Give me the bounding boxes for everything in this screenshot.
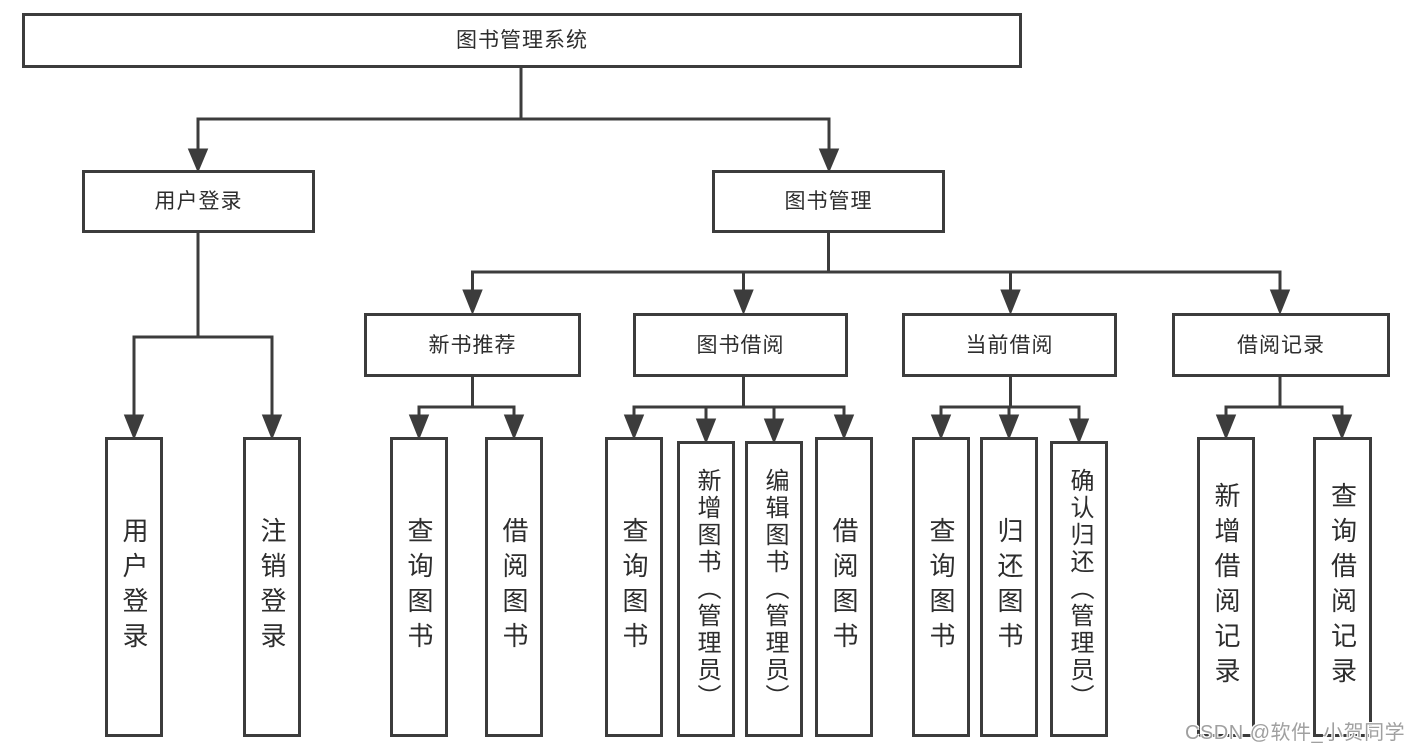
- leaf-query-books-3: 查询图书: [912, 437, 970, 737]
- leaf-return-books-label: 归还图书: [994, 517, 1024, 657]
- leaf-borrow-books-1-label: 借阅图书: [499, 517, 529, 657]
- leaf-return-books: 归还图书: [980, 437, 1038, 737]
- leaf-user-login: 用户登录: [105, 437, 163, 737]
- node-root: 图书管理系统: [22, 13, 1022, 68]
- leaf-add-borrow-record-label: 新增借阅记录: [1211, 482, 1241, 692]
- leaf-logout-login-label: 注销登录: [257, 517, 287, 657]
- leaf-query-books-2-label: 查询图书: [619, 517, 649, 657]
- leaf-logout-login: 注销登录: [243, 437, 301, 737]
- node-new-book-recommend: 新书推荐: [364, 313, 581, 377]
- csdn-watermark: CSDN @软件_小贺同学: [1185, 722, 1405, 744]
- leaf-query-books-1: 查询图书: [390, 437, 448, 737]
- node-current-borrow: 当前借阅: [902, 313, 1117, 377]
- leaf-query-borrow-record: 查询借阅记录: [1313, 437, 1372, 737]
- node-book-borrow-label: 图书借阅: [696, 333, 785, 357]
- node-user-login: 用户登录: [82, 170, 315, 233]
- leaf-add-books-admin: 新增图书（管理员）: [677, 441, 735, 737]
- leaf-confirm-return-admin: 确认归还（管理员）: [1050, 441, 1108, 737]
- leaf-edit-books-admin-label: 编辑图书（管理员）: [761, 467, 788, 711]
- leaf-user-login-label: 用户登录: [119, 517, 149, 657]
- node-borrow-records: 借阅记录: [1172, 313, 1390, 377]
- leaf-add-books-admin-label: 新增图书（管理员）: [693, 467, 720, 711]
- node-book-borrow: 图书借阅: [633, 313, 848, 377]
- node-borrow-records-label: 借阅记录: [1237, 333, 1325, 357]
- node-root-label: 图书管理系统: [456, 29, 588, 52]
- leaf-borrow-books-2: 借阅图书: [815, 437, 873, 737]
- leaf-borrow-books-2-label: 借阅图书: [829, 517, 859, 657]
- node-book-management: 图书管理: [712, 170, 945, 233]
- leaf-query-books-1-label: 查询图书: [404, 517, 434, 657]
- leaf-add-borrow-record: 新增借阅记录: [1197, 437, 1255, 737]
- node-new-book-recommend-label: 新书推荐: [428, 333, 517, 357]
- leaf-query-books-3-label: 查询图书: [926, 517, 956, 657]
- node-current-borrow-label: 当前借阅: [965, 333, 1054, 357]
- leaf-query-borrow-record-label: 查询借阅记录: [1327, 482, 1358, 692]
- node-book-management-label: 图书管理: [784, 190, 873, 213]
- node-user-login-label: 用户登录: [154, 190, 243, 213]
- leaf-borrow-books-1: 借阅图书: [485, 437, 543, 737]
- leaf-confirm-return-admin-label: 确认归还（管理员）: [1066, 467, 1093, 711]
- leaf-edit-books-admin: 编辑图书（管理员）: [745, 441, 803, 737]
- leaf-query-books-2: 查询图书: [605, 437, 663, 737]
